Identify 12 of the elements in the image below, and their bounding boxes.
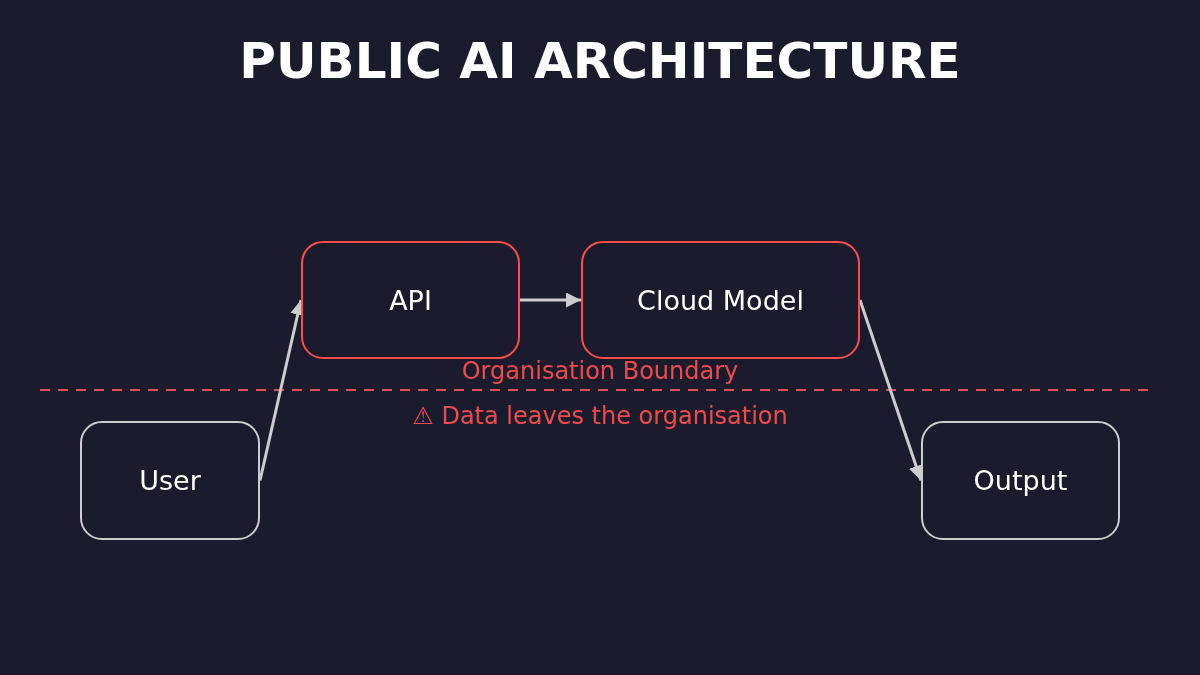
- process-box: [301, 241, 520, 359]
- process-box: [921, 421, 1120, 540]
- title: PUBLIC AI ARCHITECTURE: [239, 32, 961, 90]
- node-label: Cloud Model: [637, 284, 804, 316]
- warning-note: ⚠ Data leaves the organisation: [412, 402, 788, 430]
- boundary-label: Organisation Boundary: [461, 357, 739, 385]
- node-label: User: [139, 465, 201, 496]
- node-label: Output: [973, 465, 1068, 496]
- arrow: [520, 292, 581, 308]
- process-box: [80, 421, 260, 540]
- node-label: API: [389, 284, 432, 316]
- process-box: [581, 241, 860, 359]
